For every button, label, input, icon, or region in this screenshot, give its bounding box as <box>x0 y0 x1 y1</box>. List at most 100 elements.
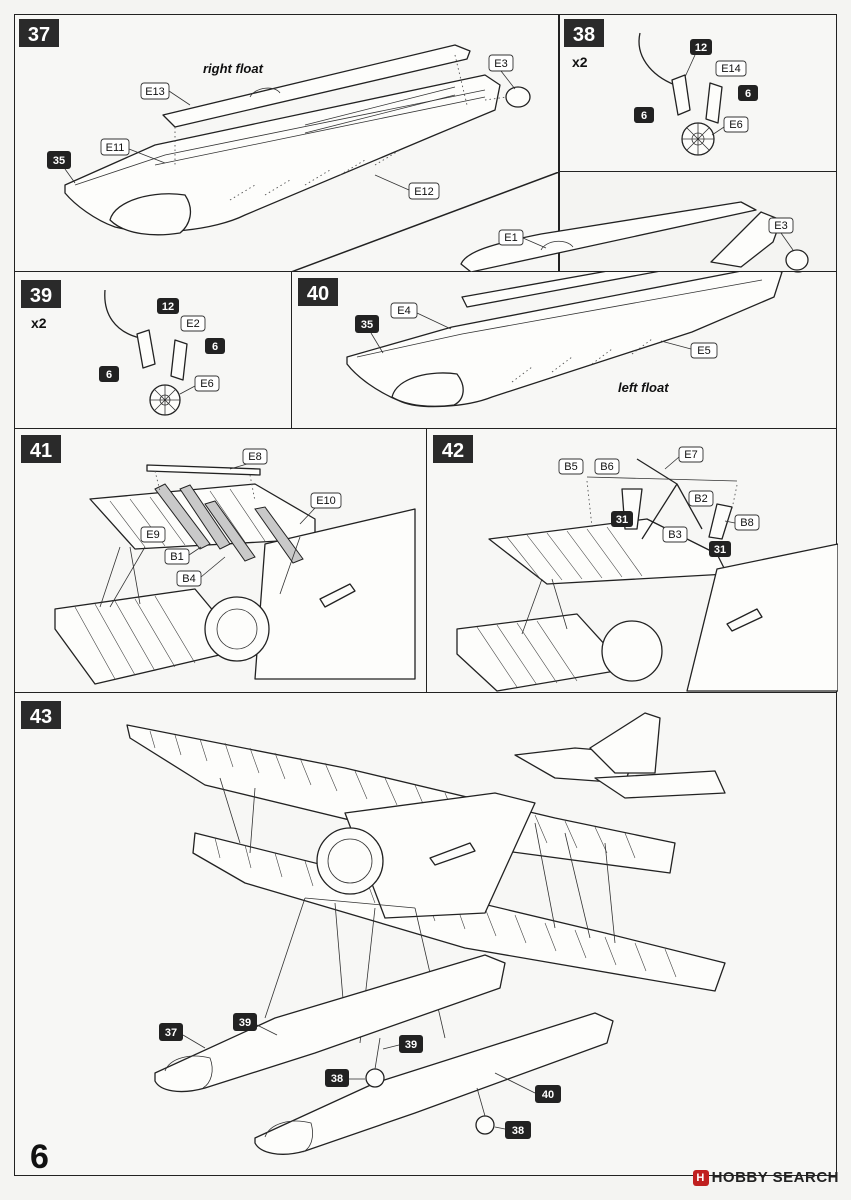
tag-e14 <box>715 60 747 77</box>
upper-wing-43 <box>126 724 676 874</box>
sub-6-right <box>738 85 758 101</box>
sub-31-left <box>611 511 633 527</box>
tag-e4-text: E4 <box>397 305 410 317</box>
guns-42 <box>726 608 763 632</box>
cowl-ring-43 <box>316 827 384 895</box>
tag-e9-text: E9 <box>146 529 159 541</box>
tag-e2 <box>180 315 206 332</box>
step-37-drawing: 37 right float E13 E11 E3 <box>19 19 531 236</box>
sub-31-right-text: 31 <box>714 544 726 556</box>
guns-43 <box>429 842 476 866</box>
tag-e5-text: E5 <box>697 345 710 357</box>
tag-e13-text: E13 <box>145 86 165 98</box>
step-38-number: 38 <box>573 24 595 46</box>
step-43-number: 43 <box>30 706 52 728</box>
sub-6-right-39-text: 6 <box>212 341 218 353</box>
tag-e6 <box>723 116 749 133</box>
tag-e7-text: E7 <box>684 449 697 461</box>
sub-6-left <box>634 107 654 123</box>
sub-40-text: 40 <box>542 1089 554 1101</box>
tag-e6-39-text: E6 <box>200 378 213 390</box>
tag-b4-text: B4 <box>182 573 195 585</box>
sub-31-right <box>709 541 731 557</box>
tag-e8 <box>242 448 268 465</box>
part-e13-deck <box>162 44 471 128</box>
leg-6a-39 <box>136 329 156 369</box>
left-float-nose <box>391 372 464 407</box>
tag-e12-text: E12 <box>414 186 434 198</box>
step-41-drawing: 41 E8 <box>21 435 416 685</box>
step-42-badge <box>433 435 473 463</box>
step-37-panel: 37 right float E13 E11 E3 <box>14 14 559 272</box>
step-43-drawing: 43 <box>21 701 726 1155</box>
leg-6b-39 <box>170 339 188 381</box>
tag-b5-text: B5 <box>564 461 577 473</box>
tag-e14-text: E14 <box>721 63 741 75</box>
tag-e6-39 <box>194 375 220 392</box>
cowl-ring-42 <box>601 620 663 682</box>
cowl-ring-41 <box>204 596 270 662</box>
sub-39-b <box>399 1035 423 1053</box>
sub-38-a <box>325 1069 349 1087</box>
tag-e3-text: E3 <box>494 58 507 70</box>
tag-e10 <box>310 492 342 509</box>
beach-wheel-rear <box>475 1115 495 1135</box>
step-37-badge <box>19 19 59 47</box>
step-40-panel: 40 left float <box>291 271 837 429</box>
watermark-text: HOBBY SEARCH <box>711 1168 839 1186</box>
step-40-upper-drawing: E1 E3 <box>291 172 809 272</box>
step-40-badge <box>298 278 338 306</box>
sub-39-a <box>233 1013 257 1031</box>
tag-b5 <box>558 458 584 475</box>
tag-e2-text: E2 <box>186 318 199 330</box>
step-43-badge <box>21 701 61 729</box>
part-e3-cap <box>505 86 531 108</box>
sub-6-right-39 <box>205 338 225 354</box>
sub-12-text: 12 <box>695 42 707 54</box>
axle-wire <box>638 32 676 86</box>
sub-38-a-text: 38 <box>331 1073 343 1085</box>
strut-b8 <box>708 503 733 540</box>
sub-6-left-39-text: 6 <box>106 369 112 381</box>
tag-e1-upper <box>498 229 524 246</box>
tag-b3 <box>662 526 688 543</box>
sub-35 <box>47 151 71 169</box>
sub-6-left-39 <box>99 366 119 382</box>
sub-38-b-text: 38 <box>512 1125 524 1137</box>
step-41-number: 41 <box>30 440 52 462</box>
step-40-caption: left float <box>618 380 669 395</box>
strut-b1 <box>154 483 211 550</box>
tag-b2-text: B2 <box>694 493 707 505</box>
strut-b4b <box>254 506 304 564</box>
tag-b4 <box>176 570 202 587</box>
tag-b8 <box>734 514 760 531</box>
tag-b6-text: B6 <box>600 461 613 473</box>
tag-e8-text: E8 <box>248 451 261 463</box>
cabane-e8 <box>146 464 261 476</box>
sub-40 <box>535 1085 561 1103</box>
sub-12-39-text: 12 <box>162 301 174 313</box>
part-e1-deck <box>461 272 659 308</box>
step-38-drawing: 38 x2 12 E14 6 6 E6 <box>564 19 758 156</box>
watermark-logo: H <box>692 1170 709 1186</box>
sub-6-right-text: 6 <box>745 88 751 100</box>
sub-39-b-text: 39 <box>405 1039 417 1051</box>
fuselage-42 <box>686 543 838 692</box>
step-39-drawing: 39 x2 12 E2 6 6 E6 <box>21 280 225 416</box>
step-39-number: 39 <box>30 285 52 307</box>
tag-e9 <box>140 526 166 543</box>
step-41-panel: 41 E8 <box>14 428 427 693</box>
step-41-badge <box>21 435 61 463</box>
lower-wing-41 <box>54 588 246 685</box>
sub-38-b <box>505 1121 531 1139</box>
leg-6b <box>705 82 723 124</box>
part-e3-cap-40-upper <box>785 249 809 271</box>
step-37-number: 37 <box>28 24 50 46</box>
step-38-panel: 38 x2 12 E14 6 6 E6 <box>559 14 837 172</box>
step-38-badge <box>564 19 604 47</box>
sub-12 <box>690 39 712 55</box>
divider-37-40 <box>559 170 837 272</box>
sub-35-40 <box>355 315 379 333</box>
